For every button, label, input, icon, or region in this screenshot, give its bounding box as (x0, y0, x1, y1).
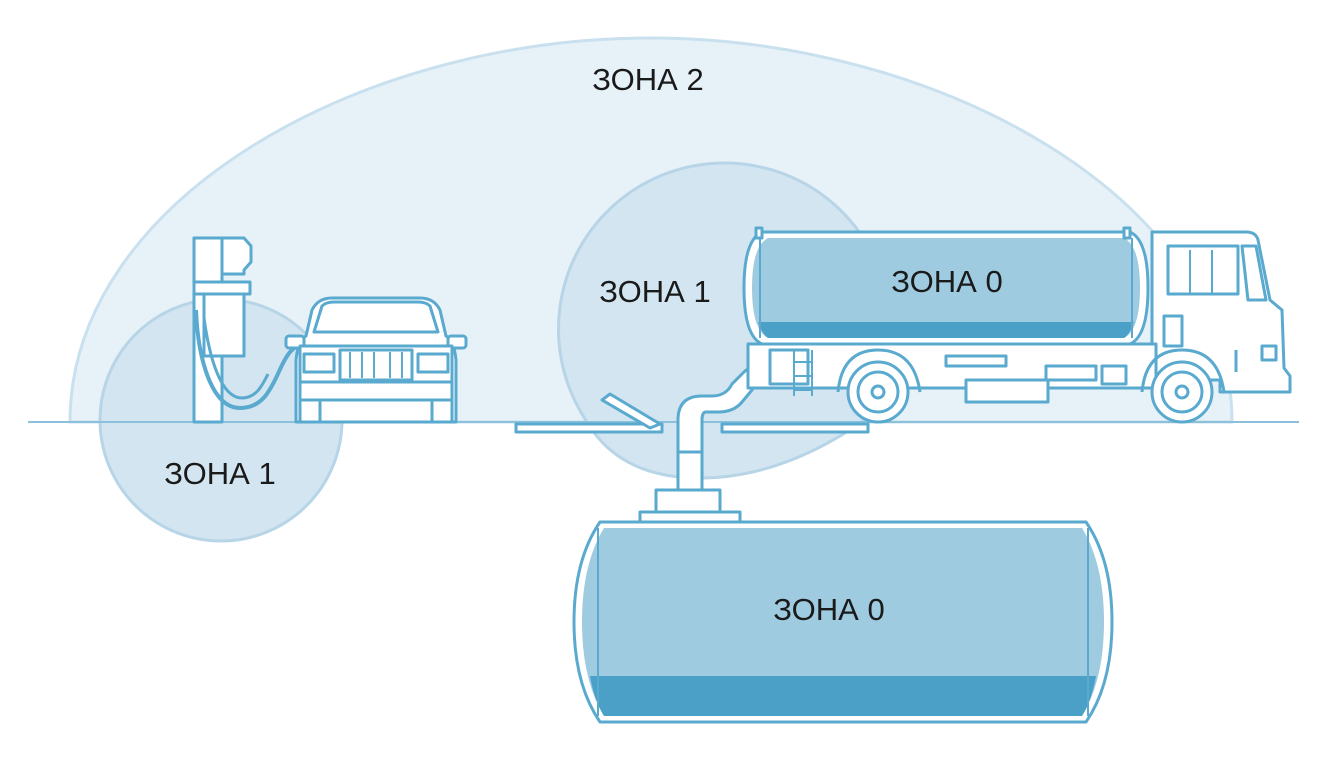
car (284, 296, 468, 424)
underground-tank-product (582, 528, 1104, 716)
fuel-dispenser (192, 236, 305, 424)
tank-truck (742, 226, 1292, 424)
zone-1-inlet-label: ЗОНА 1 (599, 274, 710, 309)
underground-tank (572, 520, 1114, 724)
zone-1-dispenser-label: ЗОНА 1 (164, 456, 275, 491)
zone-0-tank-label: ЗОНА 0 (773, 592, 884, 627)
fill-inlet (514, 392, 870, 434)
truck-tank-product (752, 238, 1140, 338)
zone-0-truck-label: ЗОНА 0 (891, 264, 1002, 299)
zone-2-label: ЗОНА 2 (592, 62, 703, 97)
